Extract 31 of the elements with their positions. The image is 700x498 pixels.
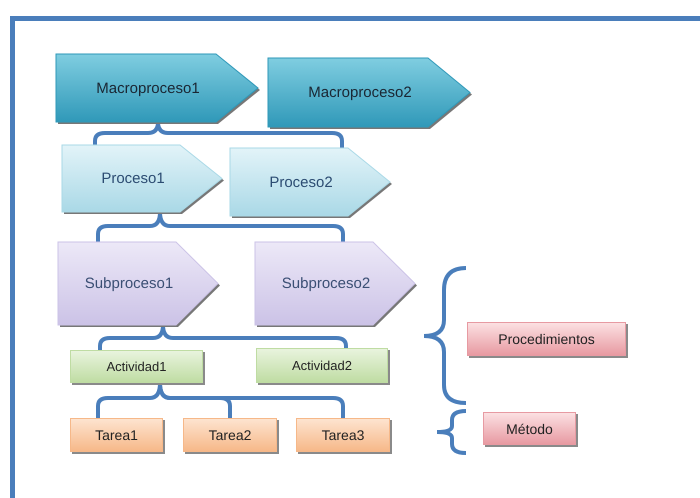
process-step	[62, 145, 222, 212]
brace-connector	[158, 212, 345, 242]
process-step	[268, 58, 470, 127]
process-box	[183, 418, 277, 452]
process-step	[255, 242, 415, 325]
process-step	[56, 54, 258, 122]
process-box	[70, 350, 203, 383]
node-label: Proceso1	[101, 170, 165, 187]
brace-connector	[93, 122, 160, 145]
node-label: Tarea1	[95, 427, 138, 443]
process-step	[230, 148, 390, 216]
node-label: Subproceso2	[282, 275, 370, 292]
node-label: Actividad1	[106, 359, 166, 374]
process-box	[256, 348, 388, 383]
node-label: Método	[506, 420, 553, 436]
process-box	[296, 418, 390, 452]
process-box	[70, 418, 163, 452]
brace-connector	[158, 382, 345, 418]
process-box	[467, 322, 626, 356]
node-label: Macroproceso1	[96, 80, 200, 96]
node-label: Subproceso1	[84, 275, 174, 292]
node-label: Proceso2	[269, 174, 333, 190]
node-label: Procedimientos	[498, 331, 595, 347]
node-label: Actividad2	[292, 358, 352, 373]
brace-connector	[161, 324, 348, 348]
process-box	[483, 412, 576, 445]
node-label: Macroproceso2	[308, 84, 412, 101]
process-step	[58, 242, 218, 325]
node-label: Tarea3	[322, 427, 364, 443]
brace-connector	[156, 122, 344, 148]
node-label: Tarea2	[208, 427, 252, 443]
